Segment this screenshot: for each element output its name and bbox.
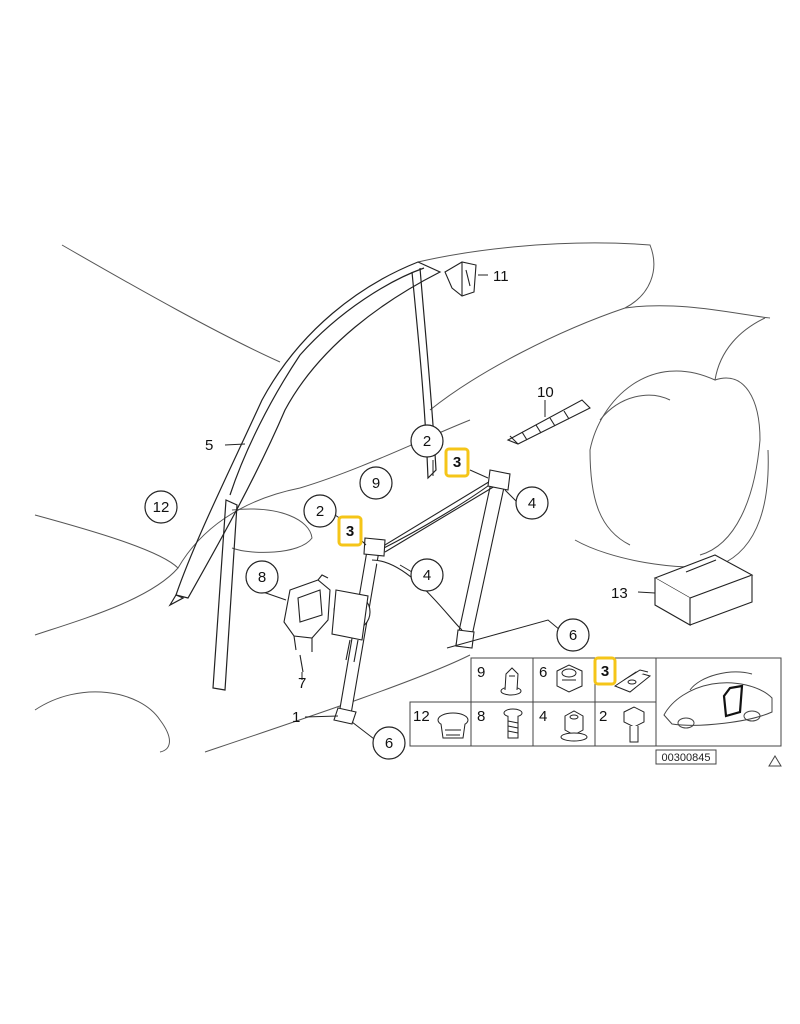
callout-9: 9 bbox=[359, 466, 393, 500]
diagram-code-label: 00300845 bbox=[655, 749, 717, 765]
window-channel-seal bbox=[168, 261, 442, 691]
table-label-4: 4 bbox=[539, 708, 547, 725]
svg-text:6: 6 bbox=[569, 627, 577, 644]
callout-6-lower: 6 bbox=[372, 726, 406, 760]
push-rivet-icon bbox=[500, 667, 522, 696]
callout-7: 7 bbox=[298, 675, 306, 692]
table-label-2: 2 bbox=[599, 708, 607, 725]
seal-strip-10 bbox=[506, 399, 591, 445]
svg-text:11: 11 bbox=[493, 268, 509, 285]
svg-text:9: 9 bbox=[372, 475, 380, 492]
callout-13: 13 bbox=[611, 585, 628, 602]
screw-icon bbox=[503, 708, 523, 739]
svg-text:3: 3 bbox=[453, 454, 461, 471]
collar-nut-icon bbox=[560, 710, 588, 742]
hex-nut-icon bbox=[556, 664, 583, 693]
svg-text:3: 3 bbox=[601, 663, 609, 680]
callout-6-upper: 6 bbox=[556, 618, 590, 652]
callout-12: 12 bbox=[144, 490, 178, 524]
callout-5: 5 bbox=[205, 437, 213, 454]
triangle-icon bbox=[768, 755, 782, 767]
svg-text:13: 13 bbox=[611, 585, 628, 602]
callout-11: 11 bbox=[493, 268, 509, 285]
hex-bolt-icon bbox=[623, 706, 645, 743]
callout-2-lower: 2 bbox=[303, 494, 337, 528]
table-label-9: 9 bbox=[477, 664, 485, 681]
table-label-3-highlight: 3 bbox=[593, 656, 617, 686]
callout-1: 1 bbox=[292, 709, 300, 726]
callout-3-lower-highlight: 3 bbox=[337, 515, 363, 547]
svg-text:7: 7 bbox=[298, 675, 306, 692]
svg-text:6: 6 bbox=[385, 735, 393, 752]
callout-10: 10 bbox=[537, 384, 554, 401]
table-label-8: 8 bbox=[477, 708, 485, 725]
svg-text:2: 2 bbox=[316, 503, 324, 520]
svg-text:00300845: 00300845 bbox=[662, 752, 711, 764]
callout-8: 8 bbox=[245, 560, 279, 594]
box-13 bbox=[653, 554, 754, 626]
table-label-12: 12 bbox=[413, 708, 430, 725]
clip-nut-icon bbox=[613, 669, 652, 693]
svg-text:3: 3 bbox=[346, 523, 354, 540]
window-regulator bbox=[331, 469, 511, 725]
svg-text:4: 4 bbox=[528, 495, 536, 512]
svg-text:5: 5 bbox=[205, 437, 213, 454]
car-location-thumbnail bbox=[663, 671, 773, 729]
callout-4-lower: 4 bbox=[410, 558, 444, 592]
callout-4-upper: 4 bbox=[515, 486, 549, 520]
trim-piece-11 bbox=[444, 261, 477, 297]
callout-3-upper-highlight: 3 bbox=[444, 447, 470, 478]
svg-text:10: 10 bbox=[537, 384, 554, 401]
table-label-6: 6 bbox=[539, 664, 547, 681]
svg-text:4: 4 bbox=[423, 567, 431, 584]
svg-text:1: 1 bbox=[292, 709, 300, 726]
window-motor bbox=[283, 574, 331, 673]
parts-table: 9 6 3 12 8 4 2 bbox=[409, 656, 782, 747]
svg-text:12: 12 bbox=[153, 499, 170, 516]
svg-text:8: 8 bbox=[258, 569, 266, 586]
svg-text:2: 2 bbox=[423, 433, 431, 450]
expanding-rivet-icon bbox=[437, 712, 469, 739]
callout-2-upper: 2 bbox=[410, 424, 444, 458]
